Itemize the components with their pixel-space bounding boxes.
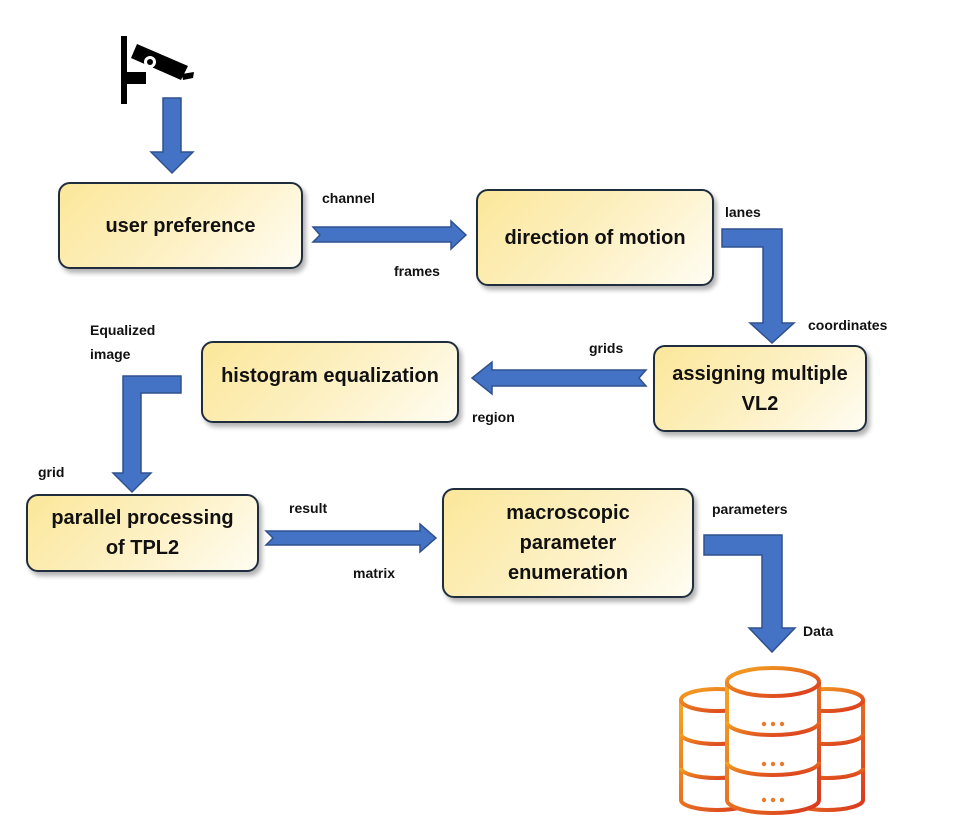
node-histogram-equalization-label: histogram equalization — [221, 365, 439, 387]
arrow-direction-to-assigning — [721, 228, 796, 345]
arrow-macroscopic-to-database — [703, 534, 797, 654]
node-histogram-equalization: histogram equalization — [201, 341, 459, 423]
arrow-histogram-to-parallel — [111, 375, 182, 494]
label-result: result — [289, 500, 328, 516]
node-parallel-processing-label: parallel processing of TPL2 — [51, 507, 234, 559]
label-channel: channel — [322, 190, 375, 206]
arrow-camera-to-user-preference — [149, 97, 195, 175]
node-assigning-multiple: assigning multiple VL2 — [653, 345, 867, 432]
label-grids: grids — [589, 340, 624, 356]
node-macroscopic-parameter-label: macroscopic parameter enumeration — [506, 502, 630, 584]
label-region: region — [472, 409, 515, 425]
node-parallel-processing: parallel processing of TPL2 — [26, 494, 259, 572]
arrow-assigning-to-histogram — [470, 360, 648, 396]
label-matrix: matrix — [353, 565, 396, 581]
database-icon — [679, 666, 865, 815]
node-assigning-multiple-label: assigning multiple VL2 — [672, 362, 848, 415]
node-user-preference: user preference — [58, 182, 303, 269]
arrow-user-preference-to-direction — [311, 219, 468, 251]
node-direction-of-motion-label: direction of motion — [504, 226, 686, 249]
arrow-parallel-to-macroscopic — [264, 522, 438, 554]
cctv-camera-icon — [121, 36, 194, 104]
label-parameters: parameters — [712, 501, 788, 517]
node-direction-of-motion: direction of motion — [476, 189, 714, 286]
label-coordinates: coordinates — [808, 317, 888, 333]
node-macroscopic-parameter: macroscopic parameter enumeration — [442, 488, 694, 598]
label-lanes: lanes — [725, 204, 761, 220]
label-data: Data — [803, 623, 834, 639]
label-frames: frames — [394, 263, 440, 279]
node-user-preference-label: user preference — [105, 214, 256, 237]
label-grid: grid — [38, 464, 65, 480]
label-equalized-image: Equalized image — [90, 322, 156, 362]
